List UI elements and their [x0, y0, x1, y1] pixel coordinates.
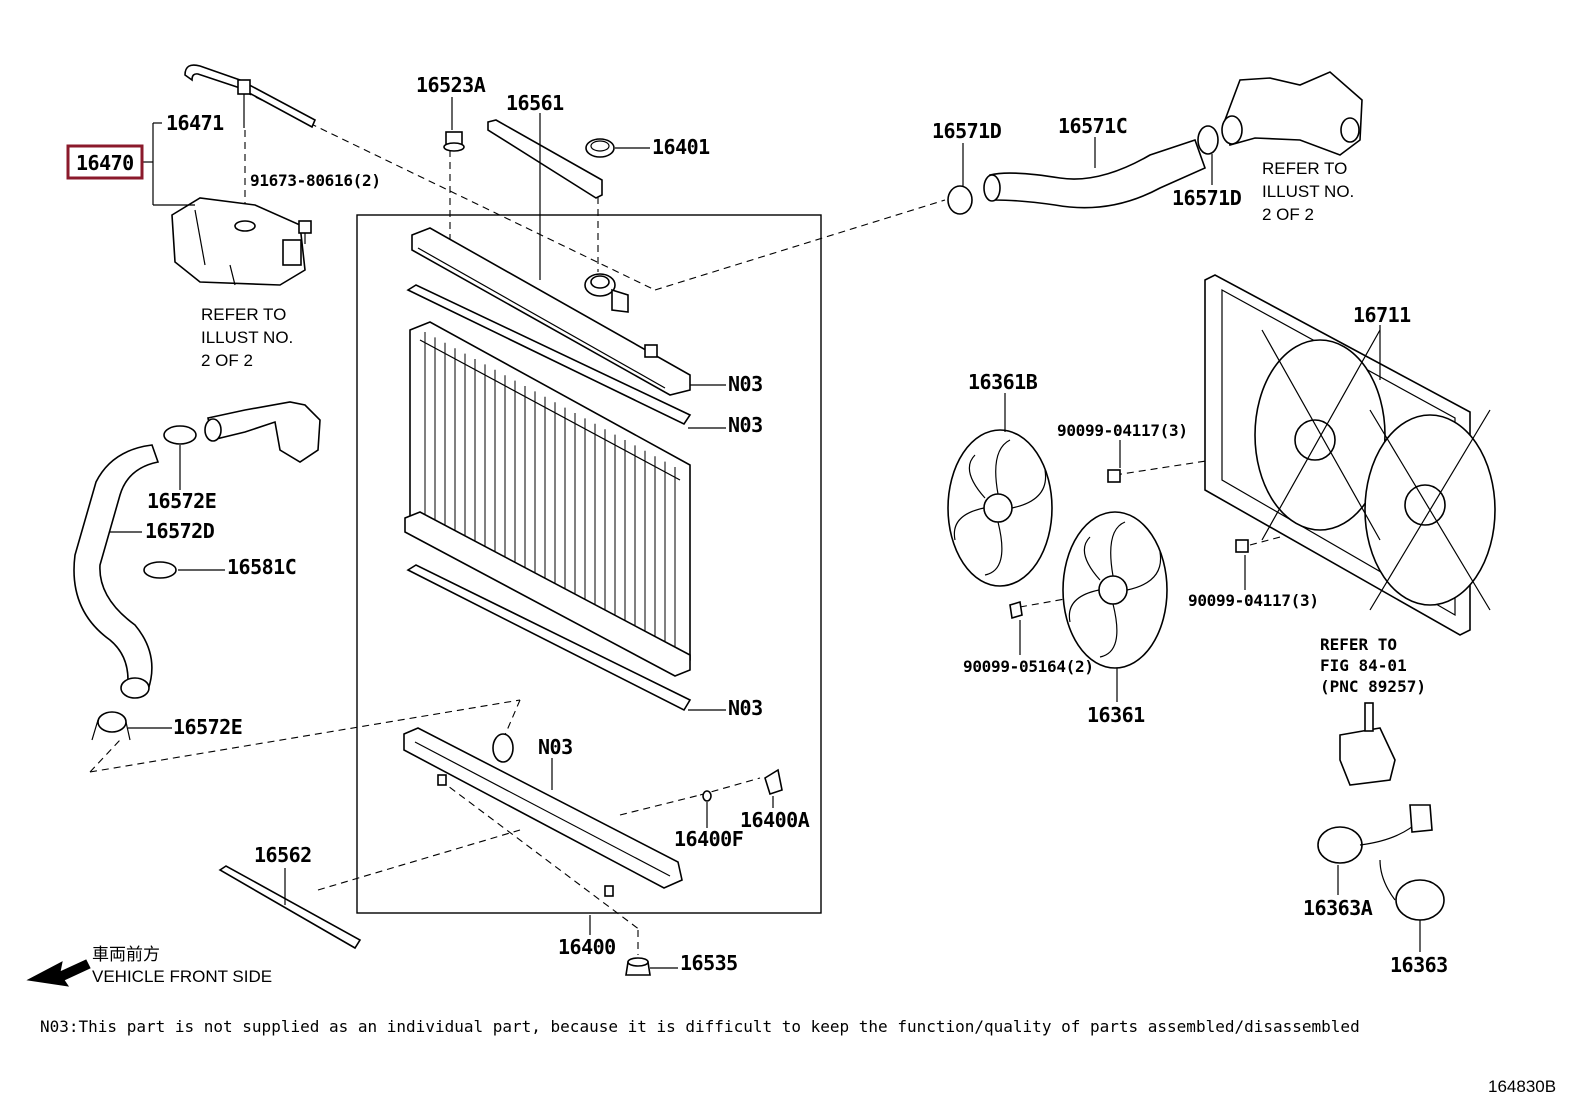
gasket-upper	[406, 284, 692, 426]
label-16571D-b[interactable]: 16571D	[1172, 186, 1242, 210]
label-90099-04117-b[interactable]: 90099-04117(3)	[1188, 591, 1319, 610]
refer-line-2: ILLUST NO.	[1262, 182, 1354, 201]
label-N03-b[interactable]: N03	[728, 413, 763, 437]
water-inlet-housing	[1221, 71, 1363, 156]
label-91673-80616[interactable]: 91673-80616(2)	[250, 171, 381, 190]
hose-clamp-16572E	[143, 425, 197, 579]
label-16571C[interactable]: 16571C	[1058, 114, 1128, 138]
radiator-assembly-frame	[356, 214, 822, 914]
vehicle-front-jp: 車両前方	[92, 945, 160, 964]
radiator-lower-hose	[73, 444, 160, 741]
fan-shroud	[1204, 274, 1496, 636]
fan-motor-16363	[1379, 859, 1445, 921]
label-16523A[interactable]: 16523A	[416, 73, 486, 97]
label-90099-04117-a[interactable]: 90099-04117(3)	[1057, 421, 1188, 440]
fan-motor-16363A	[1317, 804, 1433, 864]
label-N03-c[interactable]: N03	[728, 696, 763, 720]
label-16571D-a[interactable]: 16571D	[932, 119, 1002, 143]
refer-note-top-right: REFER TO ILLUST NO. 2 OF 2	[1262, 159, 1354, 224]
label-16535[interactable]: 16535	[680, 951, 738, 975]
vehicle-front-arrow-icon	[26, 959, 91, 987]
label-N03-a[interactable]: N03	[728, 372, 763, 396]
reservoir-tank	[171, 197, 306, 286]
gasket-lower	[406, 564, 692, 712]
label-16572D[interactable]: 16572D	[145, 519, 215, 543]
refer-line-1: REFER TO	[1320, 635, 1397, 654]
radiator-cushion	[625, 957, 651, 976]
refer-line-3: 2 OF 2	[201, 351, 253, 370]
fan-bolts-nuts	[1009, 469, 1249, 620]
label-16361[interactable]: 16361	[1087, 703, 1146, 727]
radiator-upper-hose	[947, 125, 1219, 215]
bolt-91673	[298, 220, 312, 244]
fan-relay	[1339, 702, 1396, 786]
refer-line-3: 2 OF 2	[1262, 205, 1314, 224]
radiator-cap	[585, 138, 615, 158]
fan-16361	[1062, 511, 1168, 669]
refer-line-1: REFER TO	[1262, 159, 1347, 178]
illustration-code: 164830B	[1488, 1077, 1556, 1096]
refer-note-left: REFER TO ILLUST NO. 2 OF 2	[201, 305, 293, 370]
label-N03-d[interactable]: N03	[538, 735, 573, 759]
refer-note-fig: REFER TO FIG 84-01 (PNC 89257)	[1320, 635, 1426, 696]
label-16572E-a[interactable]: 16572E	[147, 489, 217, 513]
refer-line-2: ILLUST NO.	[201, 328, 293, 347]
label-16711[interactable]: 16711	[1353, 303, 1412, 327]
label-16572E-b[interactable]: 16572E	[173, 715, 243, 739]
label-90099-05164[interactable]: 90099-05164(2)	[963, 657, 1094, 676]
drain-cock	[702, 768, 783, 802]
refer-line-3: (PNC 89257)	[1320, 677, 1426, 696]
reservoir-hose	[184, 64, 317, 129]
radiator-upper-tank	[411, 131, 691, 396]
seal-strip-16562	[218, 865, 362, 950]
leader-lines	[110, 97, 1421, 969]
radiator-lower-tank	[403, 727, 683, 897]
refer-line-2: FIG 84-01	[1320, 656, 1407, 675]
water-outlet-pipe	[204, 401, 321, 463]
footnote-n03: N03:This part is not supplied as an indi…	[40, 1017, 1360, 1036]
label-16400F[interactable]: 16400F	[674, 827, 744, 851]
label-16581C[interactable]: 16581C	[227, 555, 297, 579]
label-16471[interactable]: 16471	[166, 111, 225, 135]
vehicle-front-label: VEHICLE FRONT SIDE	[92, 967, 272, 986]
label-16561[interactable]: 16561	[506, 91, 565, 115]
selected-part-highlight	[66, 144, 144, 180]
fan-16361B	[947, 429, 1053, 587]
label-16400[interactable]: 16400	[558, 935, 616, 959]
label-16361B[interactable]: 16361B	[968, 370, 1038, 394]
refer-line-1: REFER TO	[201, 305, 286, 324]
label-16562[interactable]: 16562	[254, 843, 312, 867]
label-16470[interactable]: 16470	[76, 151, 134, 175]
label-16400A[interactable]: 16400A	[740, 808, 810, 832]
seal-strip-16561	[487, 119, 603, 199]
label-16401[interactable]: 16401	[652, 135, 711, 159]
part-labels: 16470 16471 91673-80616(2) 16523A 16561 …	[76, 73, 1448, 977]
radiator-core	[404, 321, 691, 677]
label-16363[interactable]: 16363	[1390, 953, 1448, 977]
label-16363A[interactable]: 16363A	[1303, 896, 1373, 920]
